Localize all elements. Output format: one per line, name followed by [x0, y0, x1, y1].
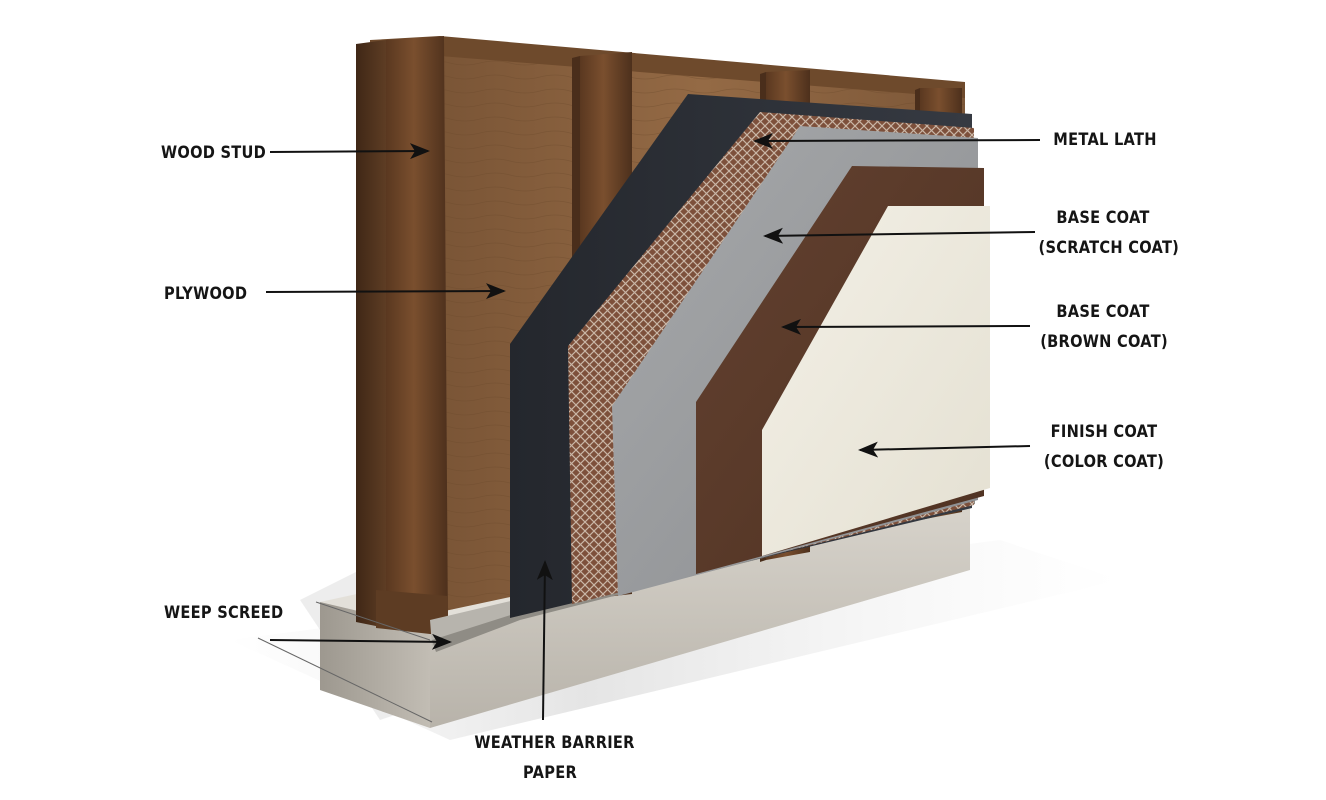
label-weather-barrier: WEATHER BARRIER PAPER — [474, 733, 635, 783]
arrow-weather-barrier — [536, 560, 553, 721]
arrow-brown-coat — [781, 318, 1031, 335]
label-weep-screed: WEEP SCREED — [164, 603, 284, 623]
arrow-weep-screed — [269, 633, 452, 650]
label-scratch-coat: BASE COAT (SCRATCH COAT) — [1038, 208, 1180, 258]
label-brown-coat: BASE COAT (BROWN COAT) — [1040, 302, 1168, 352]
arrow-finish-coat — [858, 441, 1031, 458]
dimension-lines — [257, 601, 433, 723]
label-plywood: PLYWOOD — [164, 284, 248, 304]
top-plate — [370, 36, 965, 98]
foundation-side — [320, 602, 430, 728]
finish-coat-layer — [762, 206, 990, 556]
leader-arrows — [265, 132, 1041, 721]
label-wood-stud: WOOD STUD — [161, 143, 267, 163]
arrow-plywood — [265, 283, 506, 300]
foundation-front — [430, 492, 970, 728]
bottom-plate — [376, 590, 448, 636]
arrow-wood-stud — [269, 143, 430, 160]
label-metal-lath: METAL LATH — [1053, 130, 1157, 150]
arrow-metal-lath — [753, 132, 1041, 149]
arrow-scratch-coat — [763, 227, 1036, 244]
label-finish-coat: FINISH COAT (COLOR COAT) — [1043, 422, 1165, 472]
